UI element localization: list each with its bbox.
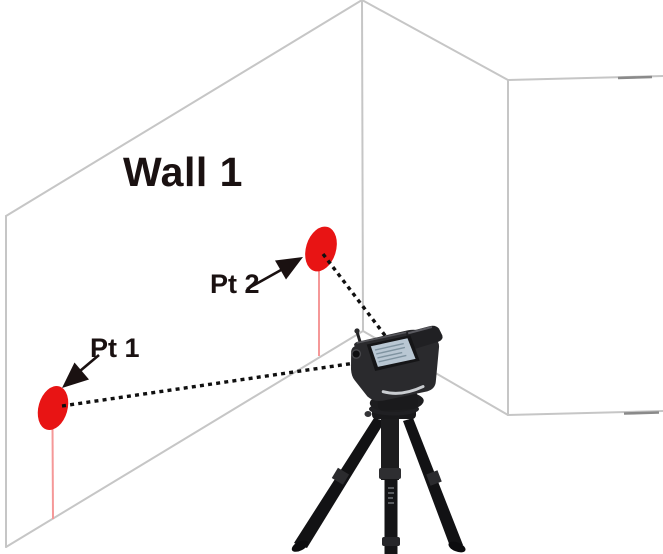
pt1-arrowhead — [62, 362, 89, 388]
pt2-arrowhead — [275, 257, 303, 280]
right-wall-dark-segments — [617, 75, 660, 415]
device-top-edge-highlight — [356, 331, 407, 344]
tripod — [291, 402, 466, 554]
tripod-left-foot — [291, 540, 309, 552]
right-leg-lock — [426, 470, 442, 486]
right-wall-top-dark-segment — [617, 75, 653, 80]
wall-1-top-edge — [5, 0, 363, 217]
plumb-line-pt1 — [51, 423, 54, 520]
wall-corner-edge — [361, 0, 364, 332]
target-marker-pt1 — [37, 386, 69, 430]
right-wall-bottom-dark-segment — [623, 411, 660, 415]
sight-line-to-pt2 — [321, 252, 392, 344]
wall-1-bottom-edge — [5, 330, 364, 548]
tripod-column-collar — [379, 468, 401, 479]
tripod-brand-label — [388, 487, 394, 504]
sight-line-to-pt1 — [61, 360, 363, 408]
pt2-callout-arrow — [246, 257, 303, 291]
tripod-center-column — [381, 414, 399, 480]
tripod-right-foot — [448, 541, 466, 553]
tripod-left-leg — [294, 418, 385, 548]
tripod-front-leg-collar — [382, 537, 400, 546]
target-marker-pt2 — [305, 226, 337, 272]
pt1-callout-arrow — [62, 354, 100, 388]
right-wall-bottom-edge — [507, 410, 663, 416]
device-side-knob — [351, 349, 362, 359]
pt1-label: Pt 1 — [90, 333, 140, 363]
tripod-front-leg — [384, 479, 398, 554]
tripod-head-knob — [364, 411, 372, 417]
middle-wall-top-edge — [361, 0, 509, 81]
device-scanner-housing-highlight — [407, 326, 433, 335]
plumb-lines — [51, 266, 320, 520]
wall-1-label: Wall 1 — [123, 149, 243, 195]
sight-lines — [61, 252, 392, 408]
device-antenna-tip — [354, 328, 360, 334]
device-front-highlight — [381, 385, 425, 395]
device-screen — [370, 338, 416, 367]
device-screen-content — [374, 342, 407, 363]
left-leg-lock — [331, 467, 350, 485]
laser-scanner-device — [351, 325, 443, 413]
room-wall-outlines — [5, 0, 663, 548]
pt2-label: Pt 2 — [210, 269, 260, 299]
